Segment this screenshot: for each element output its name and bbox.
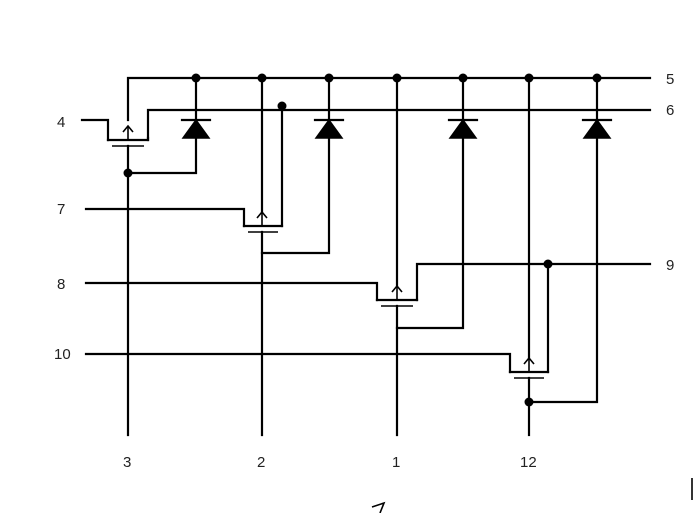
pin-label-9: 9 [666,257,674,274]
bus-pin-9 [415,262,652,302]
pin-label-7: 7 [57,201,65,218]
pin-label-1: 1 [392,454,400,471]
pin-label-3: 3 [123,454,131,471]
pin-label-2: 2 [257,454,265,471]
transistor-q3 [84,76,419,437]
diode-d2 [260,76,345,255]
pin-label-6: 6 [666,102,674,119]
junction-dots [123,73,602,407]
transistor-q2 [84,76,284,437]
bus-pin-5 [126,76,652,122]
scan-artifacts [371,478,693,513]
diode-d1 [126,76,212,175]
bus-pin-6 [146,108,652,140]
pin-label-5: 5 [666,71,674,88]
transistor-q1 [80,118,150,437]
transistor-q4 [84,76,550,437]
diode-d3 [395,76,479,330]
pin-label-4: 4 [57,114,65,131]
pin-label-10: 10 [54,346,71,363]
pin-labels: 4 7 8 10 5 6 9 3 2 1 12 [54,71,674,471]
bus-lines [126,76,652,302]
pin-label-12: 12 [520,454,537,471]
diode-d4 [527,76,613,404]
pin-label-8: 8 [57,276,65,293]
